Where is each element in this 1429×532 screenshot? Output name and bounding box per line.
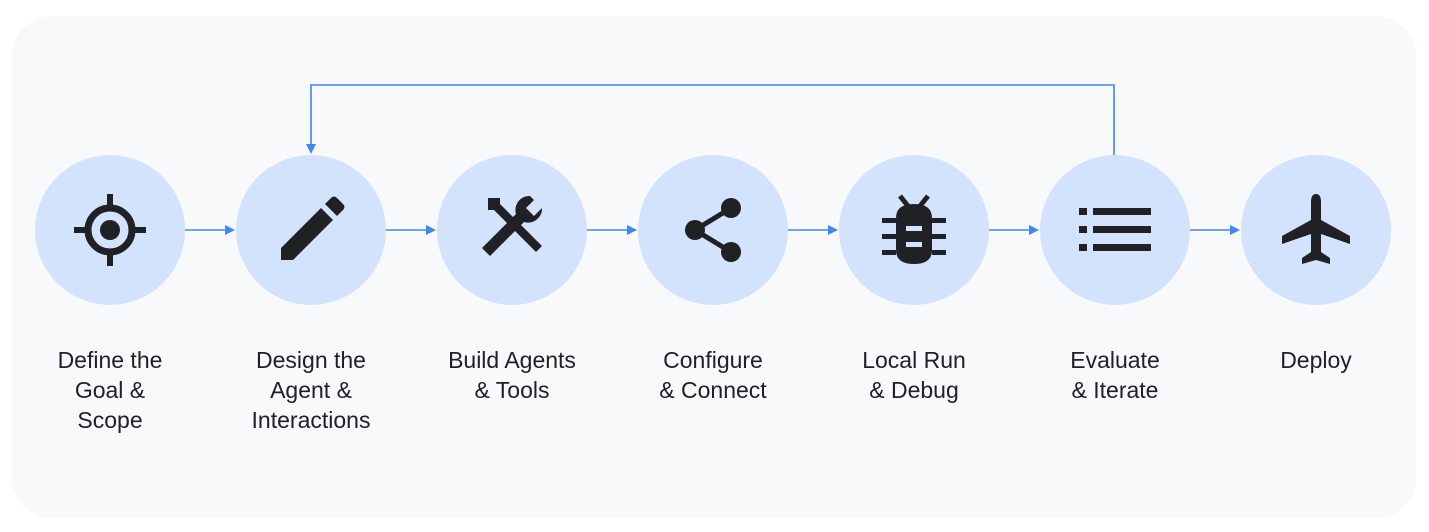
feedback-loop-arrow: [306, 84, 1115, 155]
pencil-icon: [281, 196, 345, 260]
step-design-agent: [236, 155, 386, 305]
step-6-label: Evaluate & Iterate: [1070, 347, 1160, 403]
tools-icon: [482, 195, 543, 256]
step-deploy: [1241, 155, 1391, 305]
target-icon: [74, 194, 146, 266]
step-1-label: Define the Goal & Scope: [57, 347, 163, 433]
share-icon: [685, 198, 741, 262]
step-configure: [638, 155, 788, 305]
step-evaluate: [1040, 155, 1190, 305]
bug-icon: [882, 194, 946, 264]
step-7-label: Deploy: [1280, 347, 1352, 373]
step-define-goal: [35, 155, 185, 305]
step-5-label: Local Run & Debug: [862, 347, 966, 403]
step-3-label: Build Agents & Tools: [448, 347, 576, 403]
step-2-label: Design the Agent & Interactions: [251, 347, 371, 433]
step-4-label: Configure & Connect: [659, 347, 767, 403]
step-local-run: [839, 155, 989, 305]
list-icon: [1079, 208, 1151, 251]
airplane-icon: [1282, 194, 1350, 264]
step-build-agents: [437, 155, 587, 305]
